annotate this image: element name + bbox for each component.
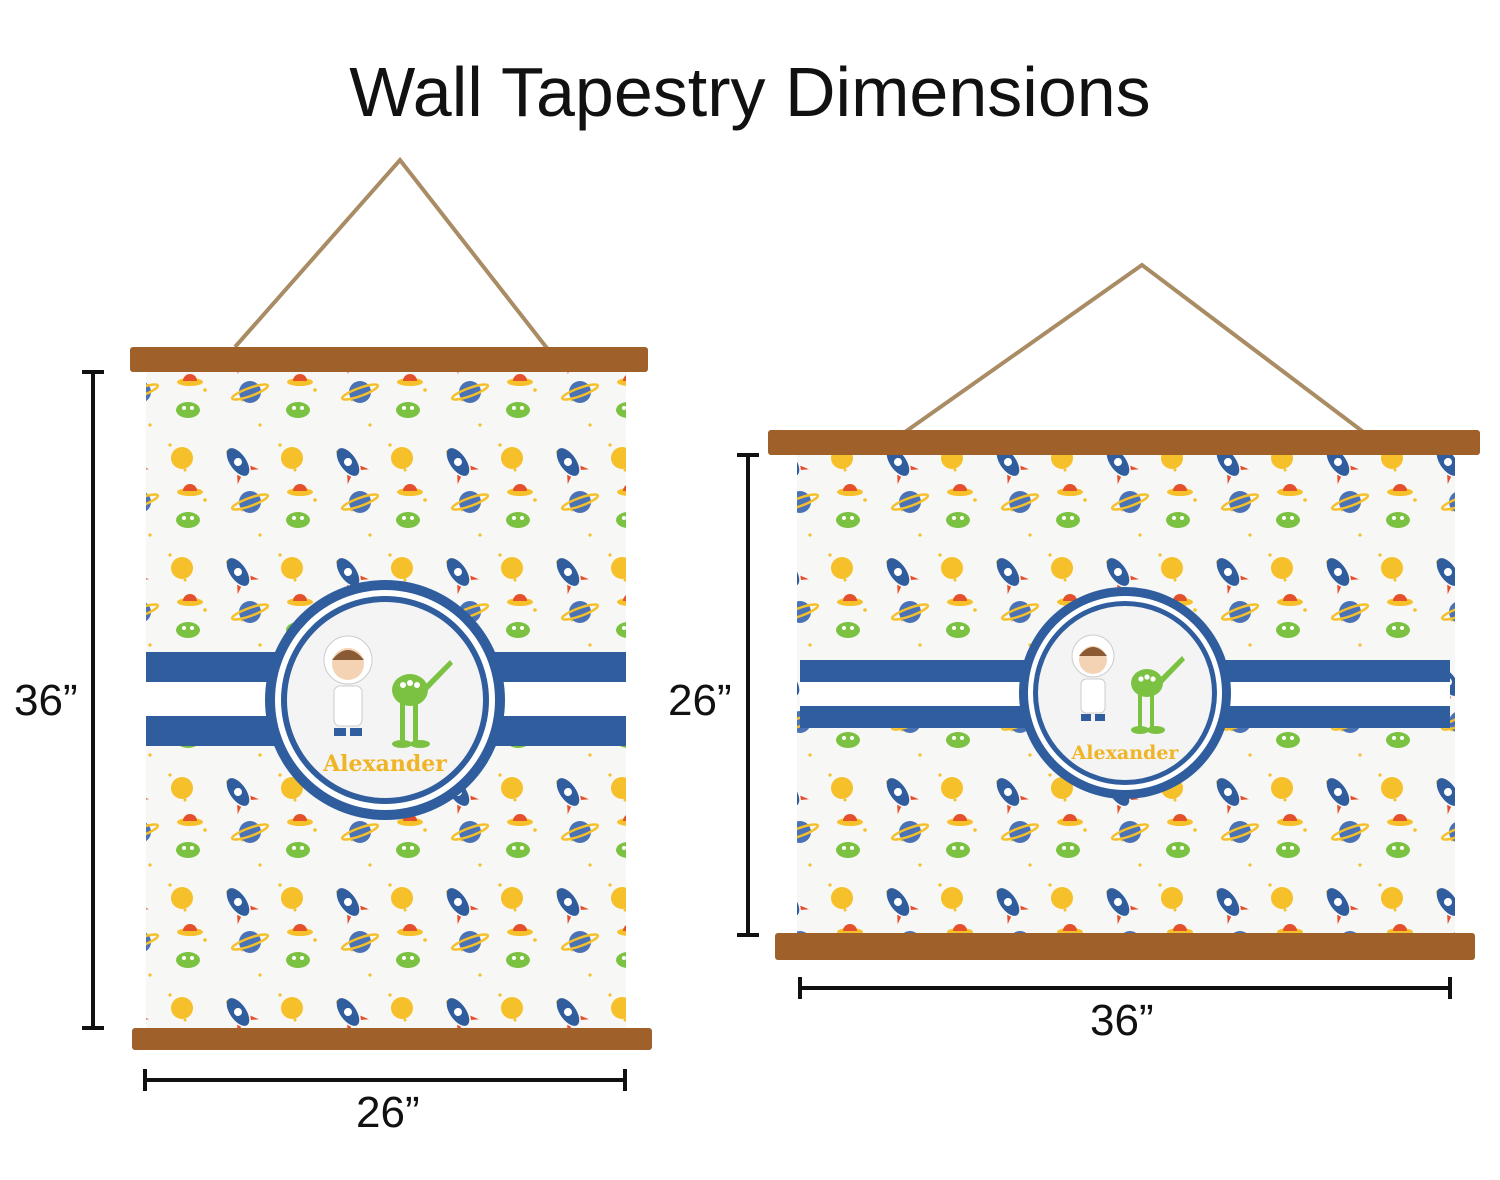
bottom-dowel	[132, 1028, 652, 1050]
landscape-width-label: 36”	[1090, 996, 1154, 1045]
portrait-width-label: 26”	[356, 1088, 420, 1137]
hanging-rope	[903, 262, 1372, 439]
astronaut-icon	[323, 635, 373, 736]
page-title: Wall Tapestry Dimensions	[349, 53, 1151, 131]
alien-icon	[392, 660, 453, 748]
landscape-tapestry: Alexander	[737, 262, 1480, 999]
landscape-height-label: 26”	[668, 676, 732, 725]
top-dowel	[130, 347, 648, 372]
personalized-name: Alexander	[322, 751, 447, 777]
width-dimension-line	[143, 1069, 627, 1091]
portrait-height-label: 36”	[14, 676, 78, 725]
bottom-dowel	[775, 933, 1475, 960]
hanging-rope	[233, 156, 552, 354]
personalized-name: Alexander	[1071, 742, 1180, 764]
width-dimension-line	[798, 977, 1452, 999]
portrait-tapestry: Alexander	[82, 156, 652, 1091]
top-dowel	[768, 430, 1480, 455]
astronaut-icon	[1071, 634, 1115, 721]
height-dimension-line	[737, 453, 759, 937]
height-dimension-line	[82, 370, 104, 1030]
alien-icon	[1131, 656, 1185, 734]
